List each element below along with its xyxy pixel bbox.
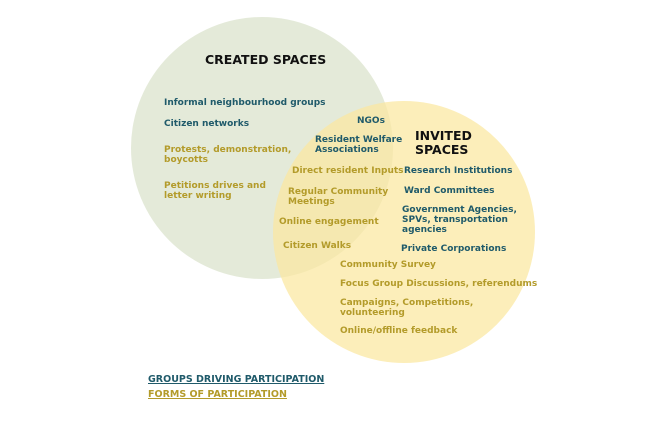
invited-spaces-title: INVITED SPACES — [415, 128, 472, 157]
invited-spaces-circle — [273, 101, 535, 363]
legend-forms-of-participation: FORMS OF PARTICIPATION — [148, 389, 287, 400]
overlap-group-resident-welfare: Resident Welfare Associations — [315, 135, 403, 155]
created-group-citizen-networks: Citizen networks — [164, 119, 250, 129]
overlap-group-ngos: NGOs — [357, 116, 385, 126]
invited-group-ward-committees: Ward Committees — [404, 186, 495, 196]
created-spaces-title: CREATED SPACES — [205, 52, 327, 67]
overlap-form-direct-inputs: Direct resident Inputs — [292, 166, 404, 176]
invited-form-community-survey: Community Survey — [340, 260, 436, 270]
created-form-petitions: Petitions drives and letter writing — [164, 181, 266, 201]
legend-groups-driving-participation: GROUPS DRIVING PARTICIPATION — [148, 374, 325, 385]
invited-group-private-corporations: Private Corporations — [401, 244, 507, 254]
invited-group-government-agencies: Government Agencies, SPVs, transportatio… — [402, 205, 517, 235]
invited-form-focus-groups: Focus Group Discussions, referendums — [340, 279, 538, 289]
overlap-form-citizen-walks: Citizen Walks — [283, 241, 352, 251]
invited-form-campaigns: Campaigns, Competitions, volunteering — [340, 298, 474, 318]
created-form-protests: Protests, demonstration, boycotts — [164, 145, 292, 165]
invited-form-feedback: Online/offline feedback — [340, 326, 458, 336]
overlap-form-community-meetings: Regular Community Meetings — [288, 187, 389, 207]
overlap-form-online-engagement: Online engagement — [279, 217, 379, 227]
created-group-informal-neighbourhood: Informal neighbourhood groups — [164, 98, 326, 108]
invited-group-research-institutions: Research Institutions — [404, 166, 513, 176]
